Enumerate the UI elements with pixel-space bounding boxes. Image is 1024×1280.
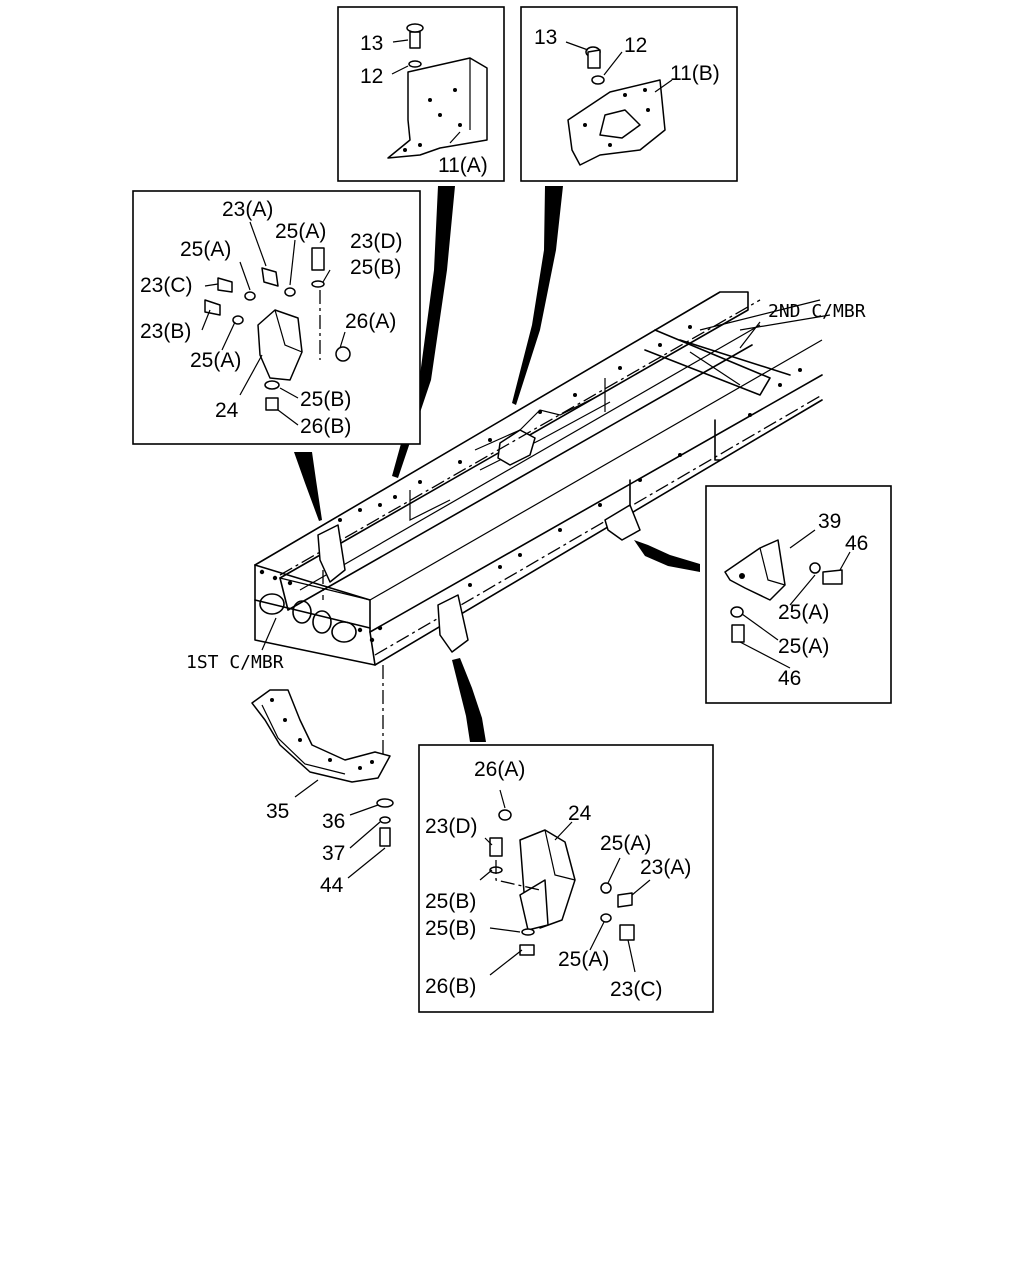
label-25b-2: 25(B) <box>425 917 476 940</box>
labels-frame: 2ND C/MBR 1ST C/MBR <box>186 301 866 673</box>
label-25b: 25(B) <box>350 256 401 279</box>
label-23d: 23(D) <box>350 230 403 253</box>
label-11b: 11(B) <box>670 62 720 85</box>
label-12: 12 <box>360 65 383 88</box>
label-2nd-cross-member: 2ND C/MBR <box>768 301 866 322</box>
labels-top-right: 13 12 11(B) <box>534 26 720 85</box>
label-23a: 23(A) <box>222 198 273 221</box>
label-25a-2: 25(A) <box>275 220 326 243</box>
label-25b: 25(B) <box>425 890 476 913</box>
label-13: 13 <box>534 26 557 49</box>
label-25a-2: 25(A) <box>778 635 829 658</box>
inset-top-left <box>337 6 505 182</box>
label-23a: 23(A) <box>640 856 691 879</box>
label-23b: 23(B) <box>140 320 191 343</box>
labels-bottom: 26(A) 24 23(D) 25(A) 23(A) 25(B) 25(B) 2… <box>425 758 691 1001</box>
inset-left <box>132 190 421 445</box>
chassis-frame <box>254 291 831 760</box>
label-11a: 11(A) <box>438 154 488 177</box>
label-12: 12 <box>624 34 647 57</box>
label-36: 36 <box>322 810 345 833</box>
label-26a: 26(A) <box>345 310 396 333</box>
labels-lower-bracket: 35 36 37 44 <box>266 800 345 897</box>
label-46: 46 <box>845 532 868 555</box>
label-25a-2: 25(A) <box>558 948 609 971</box>
label-25b-2: 25(B) <box>300 388 351 411</box>
callout-wedges <box>294 186 700 742</box>
label-25a: 25(A) <box>180 238 231 261</box>
label-37: 37 <box>322 842 345 865</box>
inset-bottom <box>418 744 714 1013</box>
label-1st-cross-member: 1ST C/MBR <box>186 652 284 673</box>
label-24: 24 <box>568 802 592 825</box>
label-23c: 23(C) <box>140 274 193 297</box>
label-46-2: 46 <box>778 667 801 690</box>
label-26b: 26(B) <box>425 975 476 998</box>
labels-left: 23(A) 25(A) 25(A) 23(D) 25(B) 23(C) 26(A… <box>140 198 403 438</box>
label-35: 35 <box>266 800 289 823</box>
label-23d: 23(D) <box>425 815 478 838</box>
inset-top-right <box>520 6 738 182</box>
label-23c: 23(C) <box>610 978 663 1001</box>
frame-leaders <box>261 321 761 651</box>
label-25a: 25(A) <box>600 832 651 855</box>
label-26b: 26(B) <box>300 415 351 438</box>
label-26a: 26(A) <box>474 758 525 781</box>
label-44: 44 <box>320 874 344 897</box>
label-25a: 25(A) <box>778 601 829 624</box>
labels-right: 39 46 25(A) 25(A) 46 <box>778 510 868 690</box>
inset-right <box>705 485 892 704</box>
label-25a-3: 25(A) <box>190 349 241 372</box>
labels-top-left: 13 12 11(A) <box>360 32 488 177</box>
label-39: 39 <box>818 510 841 533</box>
label-13: 13 <box>360 32 383 55</box>
lower-bracket-35 <box>251 689 394 879</box>
label-24: 24 <box>215 399 239 422</box>
